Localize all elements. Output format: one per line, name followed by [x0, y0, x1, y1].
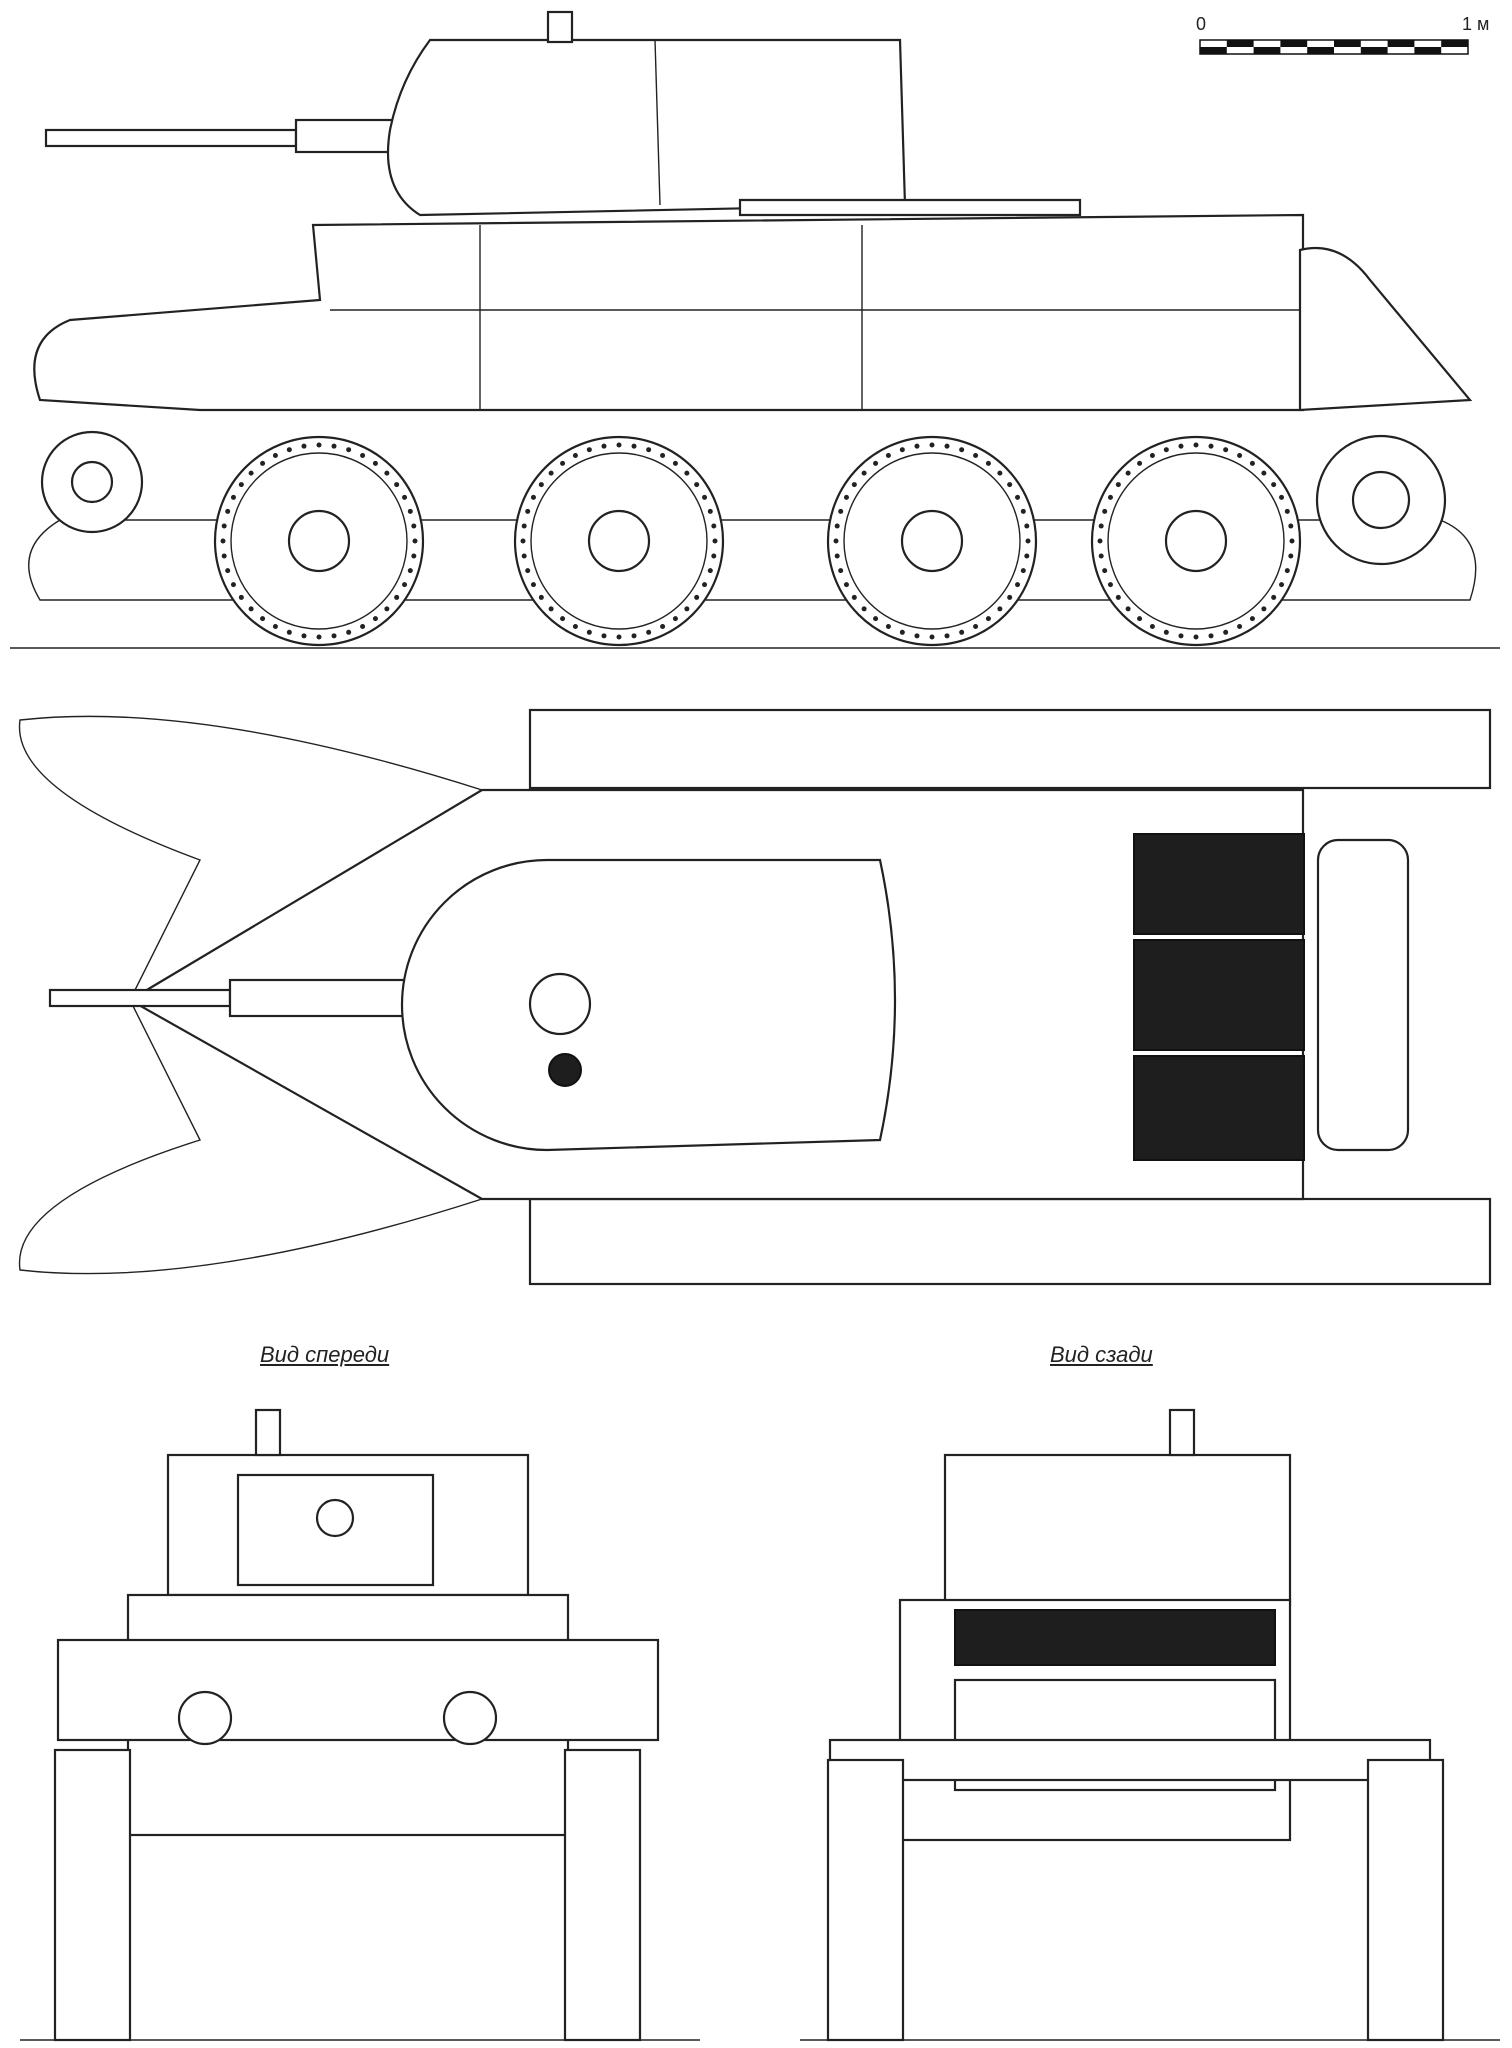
- scale-start-label: 0: [1196, 14, 1207, 34]
- turret-periscope: [546, 10, 574, 44]
- radiator-grille: [1133, 833, 1305, 935]
- turret-rear: [943, 1453, 1292, 1607]
- side-view: [10, 10, 1500, 649]
- rear-fender: [1298, 246, 1473, 412]
- rear-view-label: Вид сзади: [1050, 1342, 1153, 1367]
- rear-view: [800, 1408, 1500, 2042]
- scale-segment: [1200, 47, 1227, 54]
- front-view-label: Вид спереди: [260, 1342, 390, 1367]
- hatch-periscope: [548, 1053, 582, 1087]
- mantlet-top: [228, 978, 412, 1018]
- radiator-grille: [1133, 1055, 1305, 1161]
- scale-segment: [1280, 40, 1308, 47]
- road-wheels: [213, 435, 1302, 647]
- radiator-grille: [1133, 939, 1305, 1051]
- gun-mantlet: [294, 118, 398, 154]
- rear-fuel-tank: [1316, 838, 1410, 1152]
- turret-top: [400, 858, 897, 1152]
- rear-radiator: [954, 1609, 1276, 1666]
- left-track-rear: [826, 1758, 905, 2042]
- left-track-front: [53, 1748, 132, 2042]
- gun-muzzle: [315, 1498, 355, 1538]
- scale-end-label: 1 м: [1462, 14, 1490, 34]
- left-track-top: [528, 708, 1492, 790]
- engine-deck: [738, 198, 1082, 217]
- scale-segment: [1253, 47, 1281, 54]
- scale-segment: [1387, 40, 1415, 47]
- gun-barrel: [44, 128, 298, 148]
- scale-segment: [1334, 40, 1361, 47]
- front-view: [20, 1408, 700, 2042]
- headlight-right: [442, 1690, 498, 1746]
- right-track-top: [528, 1197, 1492, 1286]
- scale-bar: [1199, 39, 1469, 55]
- scale-segment: [1441, 40, 1468, 47]
- turret: [386, 38, 907, 217]
- scale-segment: [1414, 47, 1442, 54]
- scale-segment: [1226, 40, 1254, 47]
- right-track-front: [563, 1748, 642, 2042]
- right-track-rear: [1366, 1758, 1445, 2042]
- gun-top: [48, 988, 232, 1008]
- scale-segment: [1360, 47, 1388, 54]
- front-fenders-front: [56, 1638, 660, 1742]
- top-view: [18, 708, 1492, 1286]
- headlight-left: [177, 1690, 233, 1746]
- hull: [33, 213, 1305, 412]
- front-fenders: [18, 715, 484, 1275]
- scale-segment: [1307, 47, 1334, 54]
